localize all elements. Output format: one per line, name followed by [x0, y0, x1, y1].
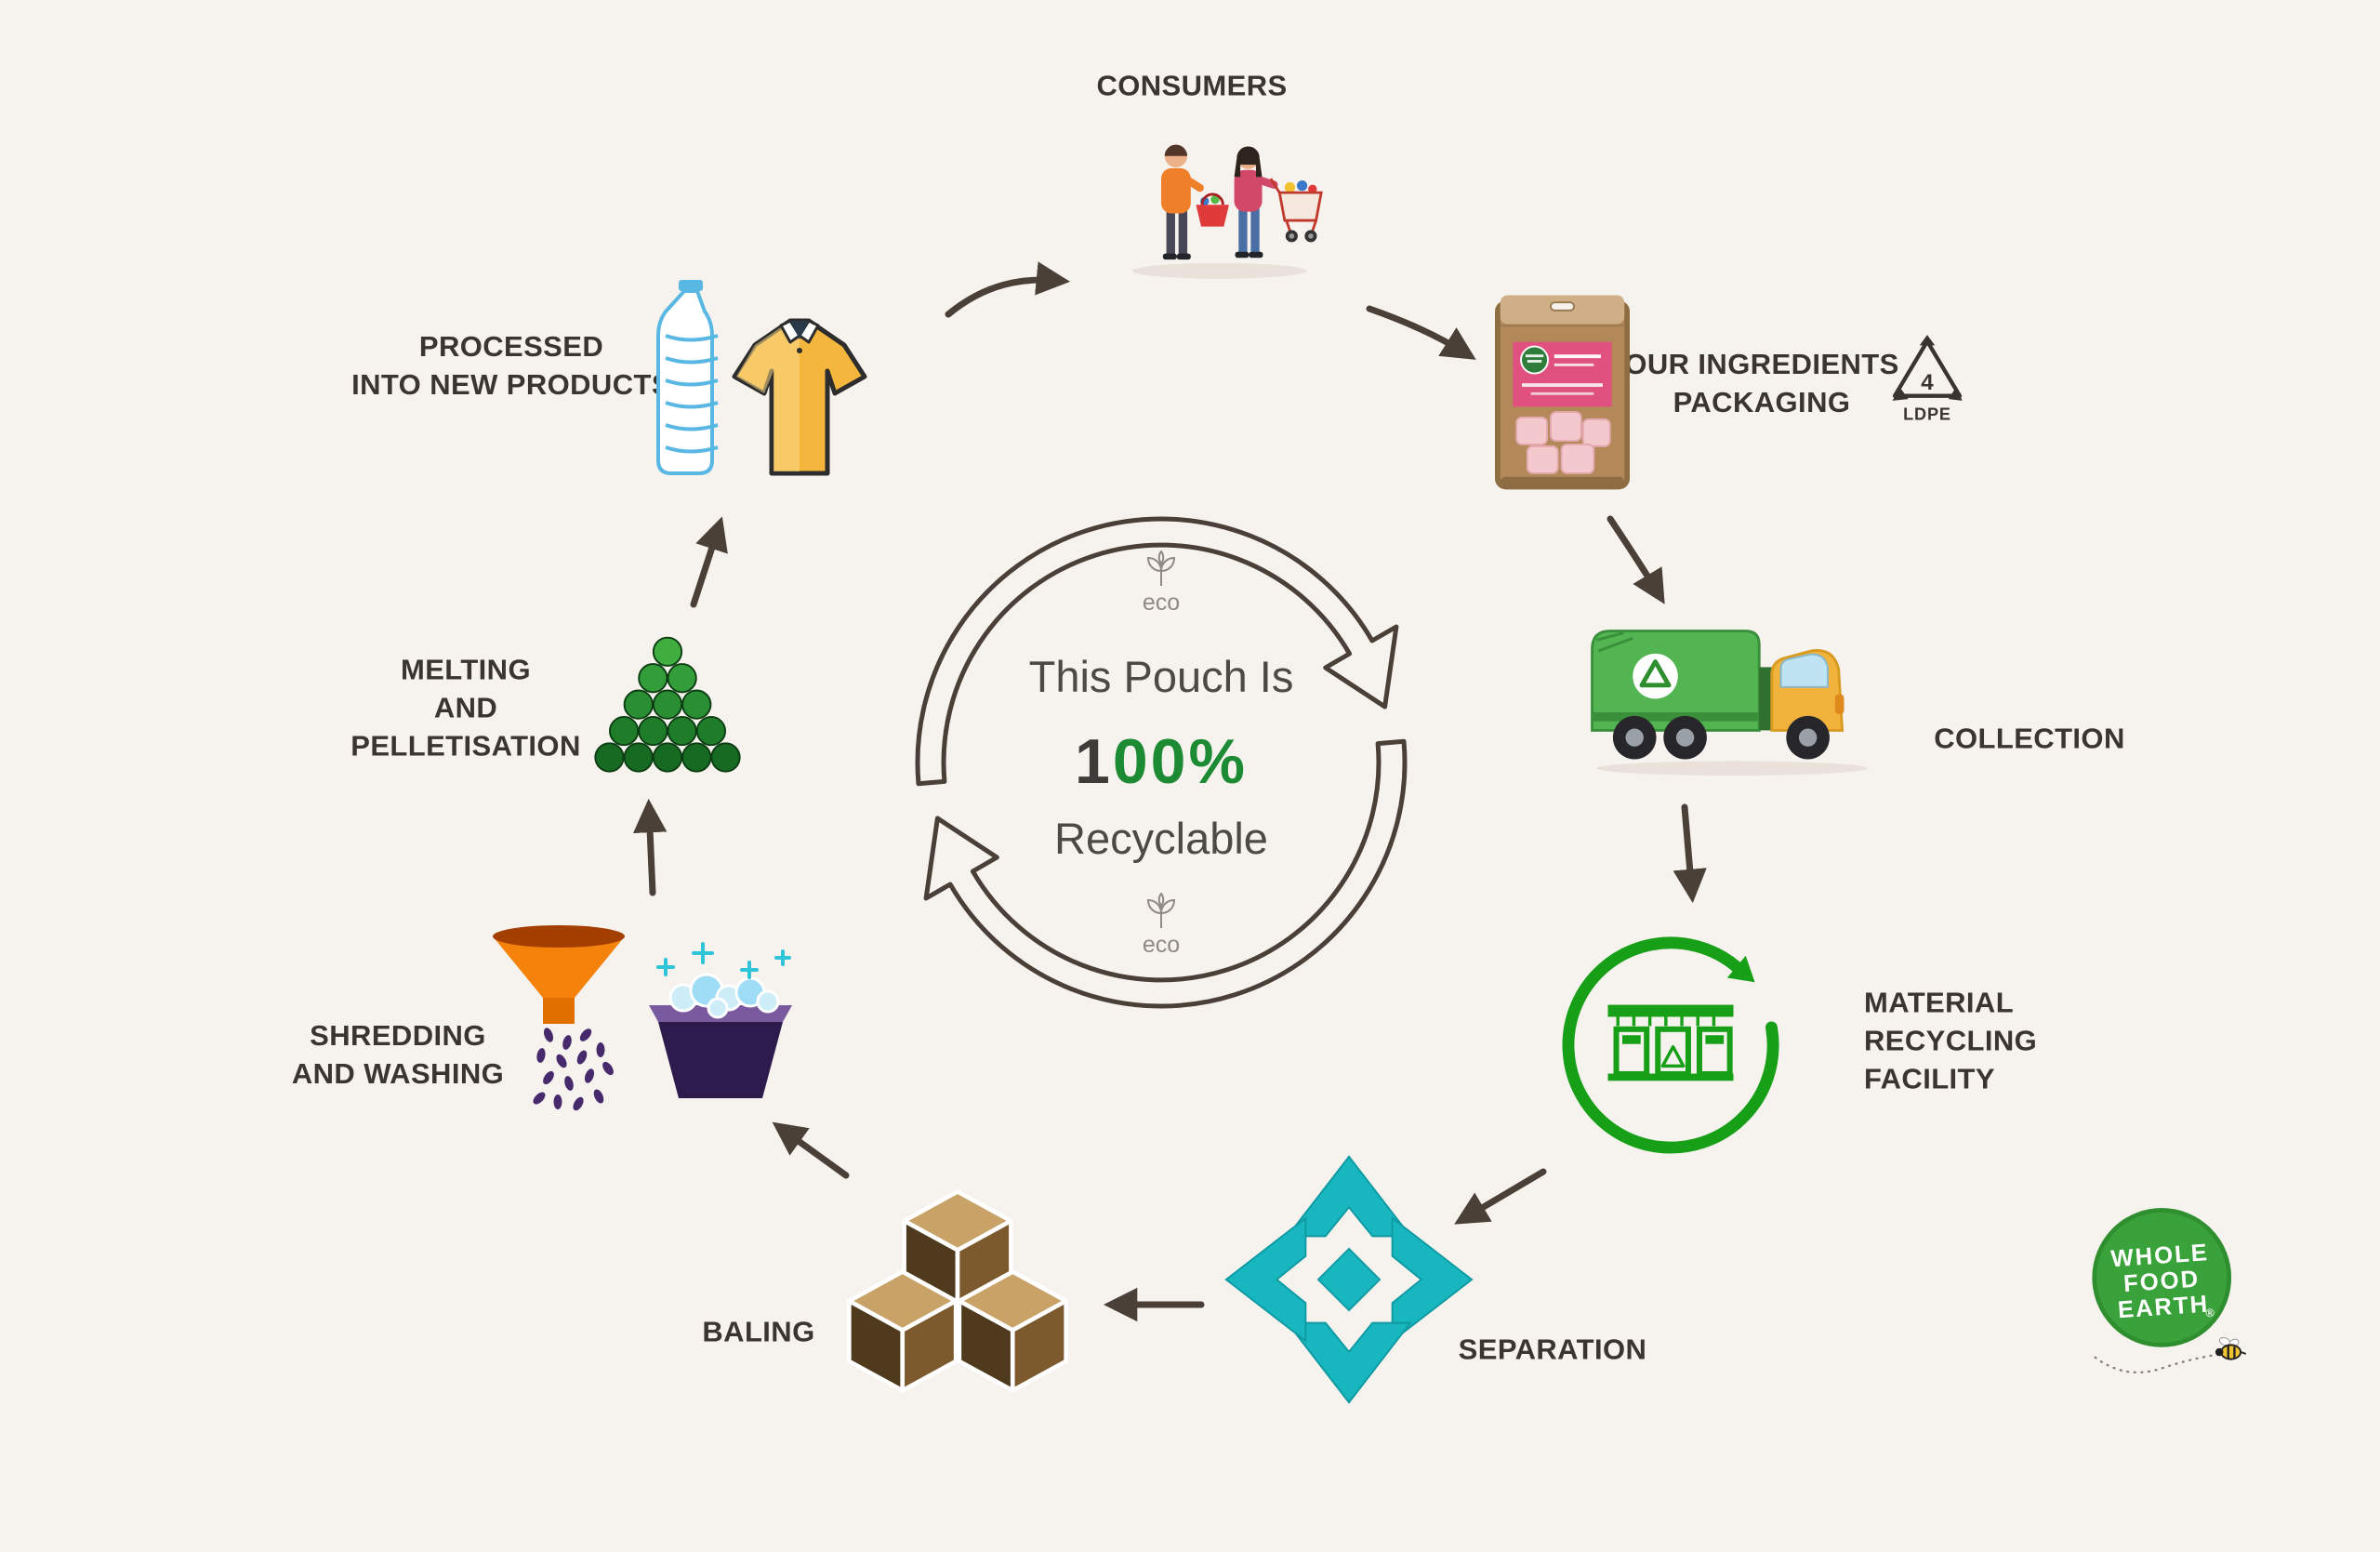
bale-cubes — [847, 1189, 1068, 1393]
label-packaging: OUR INGREDIENTS PACKAGING — [1624, 348, 1899, 418]
eco-sprout-icon — [1146, 550, 1176, 587]
eco-badge-bottom: eco — [1141, 893, 1182, 957]
arrow-melting-to-products — [690, 516, 728, 608]
shopping-cart — [1269, 178, 1323, 243]
consumers-icon — [1132, 144, 1323, 279]
shredding-washing-icon — [493, 925, 792, 1111]
shredded-flakes — [533, 1028, 614, 1111]
new-products-icon — [656, 280, 867, 476]
eco-label: eco — [1142, 590, 1181, 616]
pouch-window-product — [1515, 411, 1611, 474]
arrow-shredding-to-melting — [633, 798, 668, 896]
label-collection: COLLECTION — [1934, 722, 2125, 755]
resin-code: LDPE — [1903, 405, 1951, 424]
washing-tub — [649, 1005, 792, 1098]
center-line3: Recyclable — [1054, 814, 1268, 863]
shredder-funnel — [493, 925, 625, 1024]
consumer-woman — [1234, 146, 1278, 259]
arrow-collection-to-mrf — [1673, 803, 1707, 904]
resin-number: 4 — [1921, 370, 1934, 395]
separation-icon — [1224, 1155, 1474, 1404]
arrow-packaging-to-collection — [1606, 515, 1665, 604]
arrow-consumers-to-packaging — [1366, 305, 1476, 360]
t-shirt — [732, 318, 867, 476]
loop-arrow-bottom — [923, 738, 1408, 1009]
label-separation: SEPARATION — [1458, 1333, 1647, 1366]
center-percentage: 100% — [1075, 725, 1248, 798]
facility-building — [1607, 1004, 1734, 1081]
pellets-icon — [594, 636, 741, 773]
bee-trail — [2094, 1350, 2239, 1374]
ldpe-resin-code-icon: 4 LDPE — [1892, 335, 1963, 424]
soap-bubbles — [668, 973, 780, 1019]
eco-label: eco — [1142, 932, 1181, 958]
label-new-products: PROCESSED INTO NEW PRODUCTS — [351, 330, 671, 401]
arrow-mrf-to-separation — [1454, 1168, 1547, 1225]
arrow-baling-to-shredding — [772, 1121, 850, 1179]
pct-symbol: % — [1188, 726, 1248, 797]
recycling-facility-icon — [1562, 936, 1779, 1154]
pouch-icon — [1495, 295, 1630, 490]
label-shredding: SHREDDING AND WASHING — [291, 1019, 505, 1090]
sparkles — [656, 942, 791, 979]
label-consumers: CONSUMERS — [1096, 69, 1288, 102]
arrow-products-to-consumers — [945, 261, 1071, 318]
logo-line3: EARTH — [2117, 1292, 2210, 1324]
garbage-truck-icon — [1591, 630, 1868, 776]
truck-wheels — [1612, 715, 1830, 760]
label-baling: BALING — [702, 1315, 815, 1348]
eco-badge-top: eco — [1141, 550, 1182, 615]
logo-line2: FOOD — [2122, 1266, 2201, 1297]
bee-icon — [2215, 1336, 2247, 1360]
pct-digit: 1 — [1075, 726, 1113, 797]
recycle-loop-icon — [915, 516, 1408, 1009]
pct-zeros: 00 — [1112, 726, 1189, 797]
bales-icon — [847, 1189, 1068, 1393]
loop-arrow-top — [915, 516, 1399, 787]
consumer-man — [1160, 144, 1229, 260]
logo-registered: ® — [2205, 1307, 2215, 1320]
center-line1: This Pouch Is — [1028, 652, 1294, 701]
label-mrf: MATERIAL RECYCLING FACILITY — [1864, 986, 2038, 1095]
water-bottle — [656, 280, 719, 475]
whole-food-earth-logo: WHOLE FOOD EARTH ® — [2092, 1208, 2247, 1374]
eco-sprout-icon — [1146, 893, 1176, 929]
label-melting: MELTING AND PELLETISATION — [350, 653, 581, 763]
